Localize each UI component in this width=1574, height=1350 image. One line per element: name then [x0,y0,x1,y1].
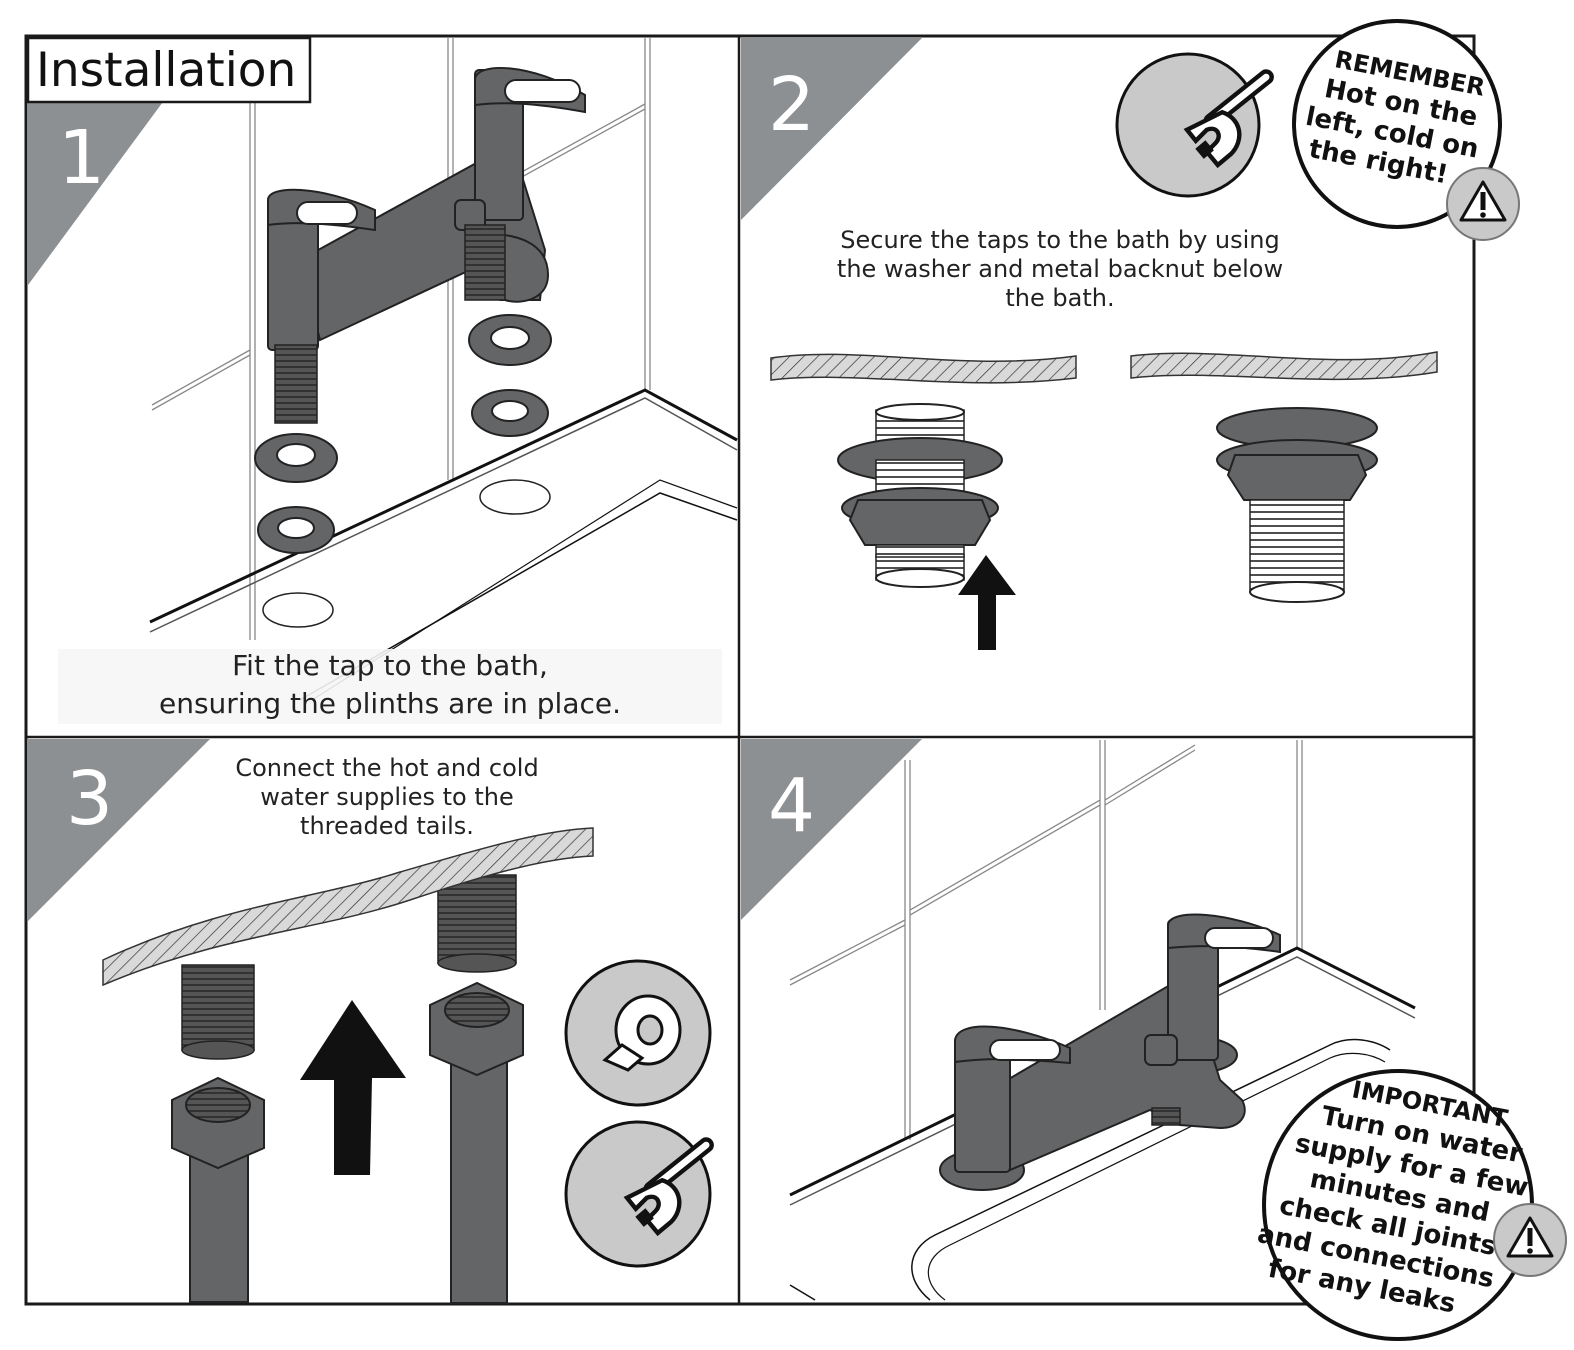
step-3-number: 3 [66,756,113,842]
backnut-assembly-fitted [1216,407,1378,603]
panel-step-3: 3 Connect the hot and cold water supplie… [28,739,712,1304]
step-3-corner [28,739,210,921]
bath-filler-tap [267,66,586,424]
warning-icon [1445,166,1521,242]
step-1-caption-bg [58,649,722,724]
step-4-corner [741,739,922,920]
page-title: Installation [36,43,296,98]
up-arrow-step-2 [958,555,1016,650]
bath-section-right [1130,351,1438,381]
step-1-caption-line-2: ensuring the plinths are in place. [159,687,621,720]
tap-tails [181,874,517,1060]
bath-section-left [770,353,1077,384]
panel-step-4: 4 [741,739,1416,1301]
important-badge: IMPORTANT Turn on water supply for a few… [1255,1069,1568,1341]
step-1-caption-line-1: Fit the tap to the bath, [232,649,548,682]
step-2-caption-line-1: Secure the taps to the bath by using [840,226,1279,254]
step-1-number: 1 [58,115,105,201]
step-3-caption-line-2: water supplies to the [260,783,514,811]
step-3-caption-line-3: threaded tails. [300,812,474,840]
wall-tiles-4 [789,740,1303,1140]
warning-icon [1492,1202,1568,1278]
washers [254,314,552,554]
flexi-hose-left [171,1076,265,1303]
backnut-assembly-loose [837,403,1003,588]
step-3-caption-line-1: Connect the hot and cold [235,754,538,782]
ptfe-tape-circle [564,959,712,1107]
step-2-number: 2 [768,62,815,148]
panel-step-1: 1 Installation Fit the tap to the bath, … [26,36,738,724]
wrench-tool-circle-2 [564,1120,710,1268]
remember-badge: REMEMBER Hot on the left, cold on the ri… [1292,19,1521,242]
up-arrow-step-3 [300,1000,406,1175]
installed-bath-filler-tap [939,913,1281,1191]
ptfe-tape-icon [602,994,682,1072]
step-2-caption-line-3: the bath. [1005,284,1114,312]
step-4-number: 4 [768,763,815,849]
title-box [26,36,312,104]
flexi-hose-right [429,981,524,1304]
wrench-tool-circle [1115,52,1266,198]
bath-section [102,827,594,987]
panel-step-2: 2 Secure the taps to the bath by using t… [741,38,1438,650]
step-2-caption-line-2: the washer and metal backnut below [837,255,1283,283]
step-2-corner [741,38,922,220]
